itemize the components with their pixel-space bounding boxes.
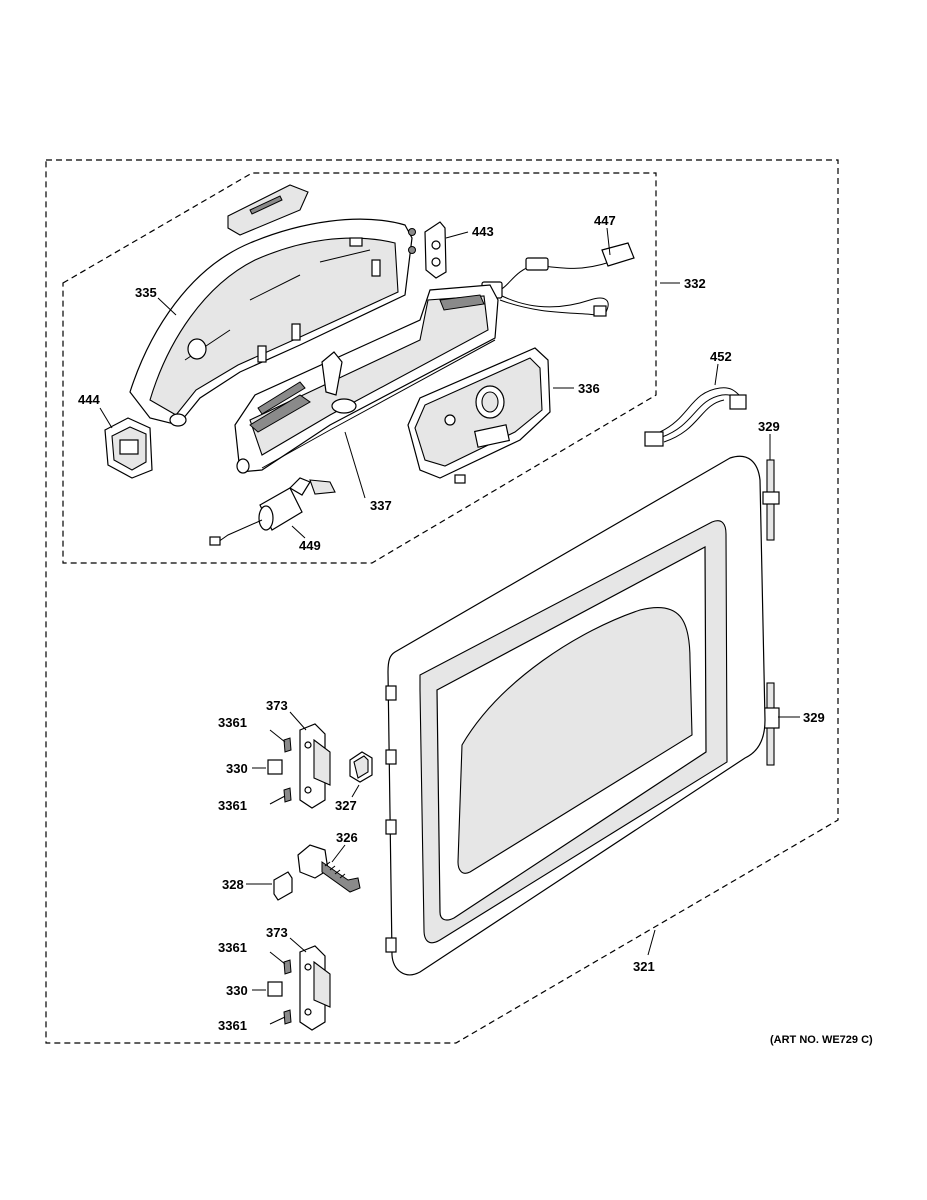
callout-326: 326: [336, 830, 358, 845]
callout-373-lower: 373: [266, 925, 288, 940]
part-3361-screws-upper: [283, 737, 292, 803]
callout-329-lower: 329: [803, 710, 825, 725]
part-327-latch-block: [349, 751, 373, 783]
callout-329-upper: 329: [758, 419, 780, 434]
callout-332: 332: [684, 276, 706, 291]
callout-328: 328: [222, 877, 244, 892]
part-452-wire-harness: [644, 387, 747, 447]
part-373-hinge-upper: [299, 723, 331, 809]
callout-3361-b: 3361: [218, 798, 247, 813]
callout-3361-a: 3361: [218, 715, 247, 730]
callout-3361-d: 3361: [218, 1018, 247, 1033]
part-373-hinge-lower: [299, 945, 331, 1031]
part-329-trim-upper: [762, 459, 780, 541]
part-328-clip: [273, 871, 293, 901]
part-337-control-panel-front: [234, 284, 499, 474]
callout-337: 337: [370, 498, 392, 513]
callout-3361-c: 3361: [218, 940, 247, 955]
callout-449: 449: [299, 538, 321, 553]
callout-330-upper: 330: [226, 761, 248, 776]
part-top-cap: [227, 184, 309, 236]
art-number: (ART NO. WE729 C): [770, 1034, 873, 1046]
callout-330-lower: 330: [226, 983, 248, 998]
part-335-control-housing: [129, 218, 413, 427]
assembly-boundary-control-panel: [62, 172, 657, 564]
callout-321: 321: [633, 959, 655, 974]
part-449-sensor: [209, 477, 336, 546]
callout-444: 444: [78, 392, 100, 407]
part-336-interface-module: [407, 347, 551, 484]
callout-327: 327: [335, 798, 357, 813]
part-326-latch: [297, 844, 361, 893]
callout-443: 443: [472, 224, 494, 239]
part-330-plate-lower: [267, 981, 283, 997]
callout-447: 447: [594, 213, 616, 228]
part-330-plate-upper: [267, 759, 283, 775]
leader-lines: [99, 227, 800, 1025]
callout-452: 452: [710, 349, 732, 364]
part-443-bracket: [408, 221, 447, 279]
callout-373-upper: 373: [266, 698, 288, 713]
assembly-boundary-outer: [45, 159, 839, 1044]
part-444-switch: [104, 417, 153, 479]
callout-335: 335: [135, 285, 157, 300]
part-3361-screws-lower: [283, 959, 292, 1025]
part-321-door: [385, 455, 766, 976]
callout-336: 336: [578, 381, 600, 396]
part-447-wire-harness: [481, 242, 635, 317]
